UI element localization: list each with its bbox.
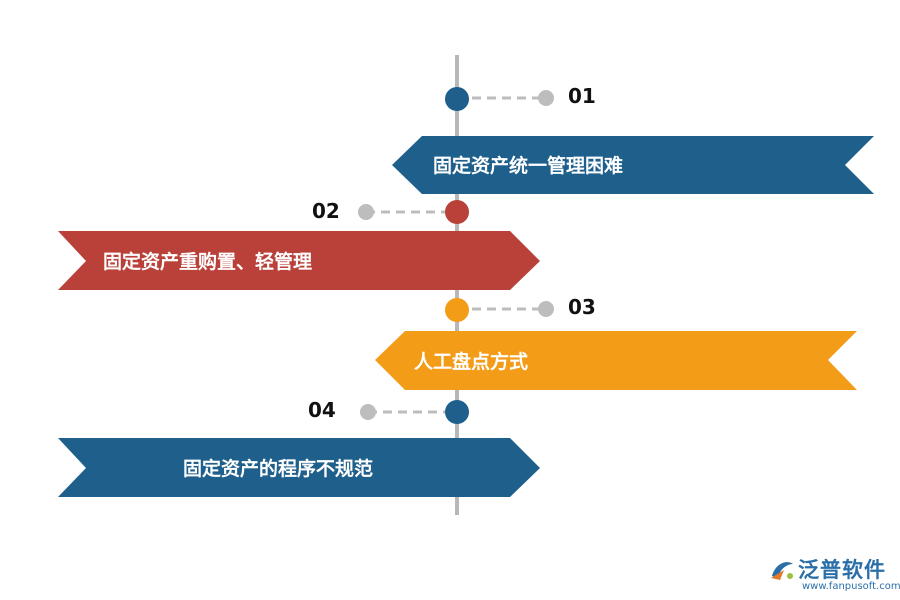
- arrow-banner: [375, 331, 857, 390]
- arrow-banner: [58, 231, 540, 290]
- timeline-node: [445, 87, 469, 111]
- item-number: 01: [568, 84, 596, 108]
- arrow-banner: [392, 136, 874, 194]
- timeline-node: [445, 298, 469, 322]
- timeline-node: [445, 200, 469, 224]
- banner-label: 人工盘点方式: [414, 350, 528, 373]
- fanpu-logo-icon: [771, 562, 793, 580]
- brand-logo: 泛普软件 www.fanpusoft.com: [768, 554, 900, 596]
- banner-label: 固定资产的程序不规范: [183, 457, 373, 480]
- endpoint-dot: [538, 90, 554, 106]
- timeline-node: [445, 400, 469, 424]
- endpoint-dot: [360, 404, 376, 420]
- item-number: 02: [312, 199, 340, 223]
- timeline-item-1: 01 固定资产统一管理困难: [392, 84, 874, 194]
- banner-label: 固定资产统一管理困难: [433, 154, 623, 177]
- arrow-banner: [58, 438, 540, 497]
- logo-url: www.fanpusoft.com: [802, 581, 900, 592]
- endpoint-dot: [358, 204, 374, 220]
- item-number: 03: [568, 295, 596, 319]
- timeline-item-2: 02 固定资产重购置、轻管理: [58, 199, 540, 290]
- banner-label: 固定资产重购置、轻管理: [103, 250, 312, 273]
- logo-name: 泛普软件: [798, 558, 886, 582]
- item-number: 04: [308, 398, 336, 422]
- timeline-item-4: 04 固定资产的程序不规范: [58, 398, 540, 497]
- endpoint-dot: [538, 301, 554, 317]
- timeline-item-3: 03 人工盘点方式: [375, 295, 857, 390]
